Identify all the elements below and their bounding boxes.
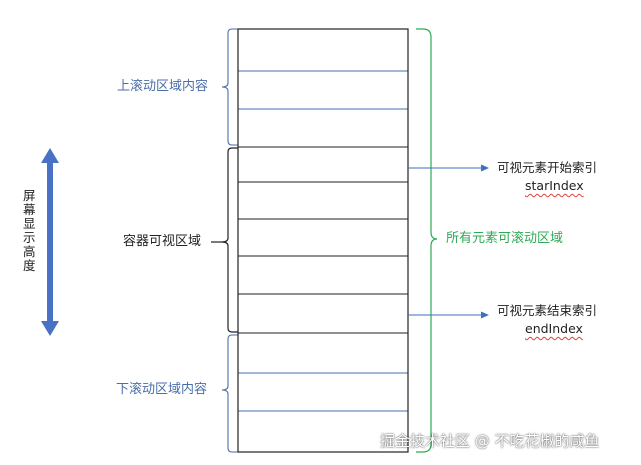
end-index-variable: endIndex bbox=[525, 321, 583, 336]
screen-height-label: 屏幕显示高度 bbox=[23, 188, 36, 273]
upper-scroll-label: 上滚动区域内容 bbox=[117, 79, 209, 94]
container-visible-bracket bbox=[221, 147, 238, 333]
screen-height-double-arrow bbox=[41, 148, 59, 336]
upper-scroll-items bbox=[237, 28, 409, 148]
start-index-variable: starIndex bbox=[525, 178, 584, 193]
watermark: 掘金技术社区 @ 不吃花椒的咸鱼 bbox=[380, 432, 600, 450]
list-item bbox=[237, 108, 409, 148]
start-index-arrow bbox=[408, 164, 489, 172]
end-index-title: 可视元素结束索引 bbox=[497, 303, 598, 318]
start-index-title: 可视元素开始索引 bbox=[497, 160, 598, 175]
list-item bbox=[237, 332, 409, 374]
list-item bbox=[237, 255, 409, 295]
list-item bbox=[237, 70, 409, 110]
lower-scroll-label: 下滚动区域内容 bbox=[116, 382, 208, 397]
lower-scroll-bracket bbox=[221, 334, 238, 453]
list-item bbox=[237, 181, 409, 220]
list-item bbox=[237, 372, 409, 412]
list-item bbox=[237, 146, 409, 183]
upper-scroll-bracket bbox=[221, 28, 238, 146]
container-visible-label: 容器可视区域 bbox=[123, 234, 202, 249]
all-scrollable-label: 所有元素可滚动区域 bbox=[446, 231, 564, 246]
list-item bbox=[237, 28, 409, 72]
all-scrollable-bracket bbox=[416, 28, 438, 453]
visible-items bbox=[237, 146, 409, 334]
list-item bbox=[237, 218, 409, 257]
end-index-arrow bbox=[408, 311, 489, 319]
list-item bbox=[237, 293, 409, 334]
list-outer-frame bbox=[237, 28, 409, 453]
